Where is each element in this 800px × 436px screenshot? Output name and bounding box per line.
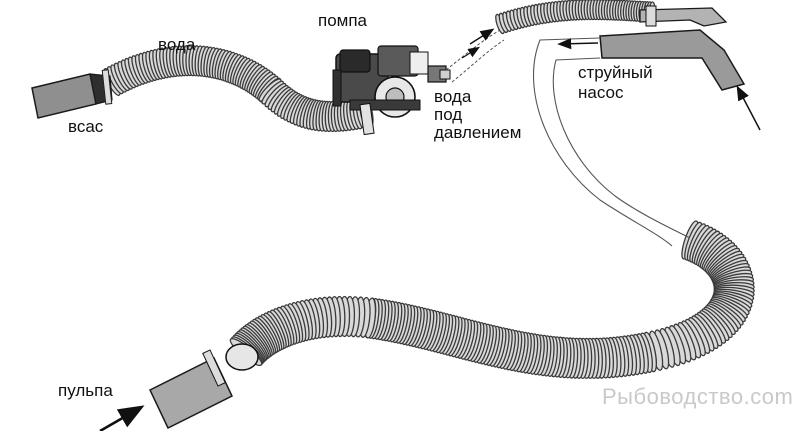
label-pressure-line3: давлением	[434, 123, 522, 142]
label-jet-line1: струйный	[578, 63, 653, 82]
jet-pump-body	[599, 5, 746, 91]
jet-inflow-arrow	[736, 85, 761, 131]
discharge-sleeve	[532, 37, 691, 247]
pressure-hose	[495, 0, 656, 35]
label-pulp: пульпа	[58, 381, 113, 400]
label-suction: всас	[68, 117, 104, 136]
label-pump: помпа	[318, 11, 368, 30]
pressure-outline	[445, 29, 505, 83]
flow-arrows	[99, 28, 761, 433]
pump-unit	[332, 45, 451, 136]
suction-hose	[103, 44, 374, 133]
label-jet-line2: насос	[578, 83, 624, 102]
pulp-inflow-arrow	[99, 405, 145, 433]
watermark: Рыбоводство.com	[602, 384, 794, 409]
pulp-hose	[229, 220, 755, 380]
label-pressure-line1: вода	[434, 87, 472, 106]
intake-nozzle	[31, 69, 113, 119]
label-pressure-line2: под	[434, 105, 463, 124]
pulp-nozzle	[149, 343, 259, 430]
pressure-flow-arrow	[469, 28, 495, 45]
label-water: вода	[158, 35, 196, 54]
return-flow-arrow	[557, 38, 599, 50]
pressure-flow-arrow-2	[461, 46, 481, 59]
